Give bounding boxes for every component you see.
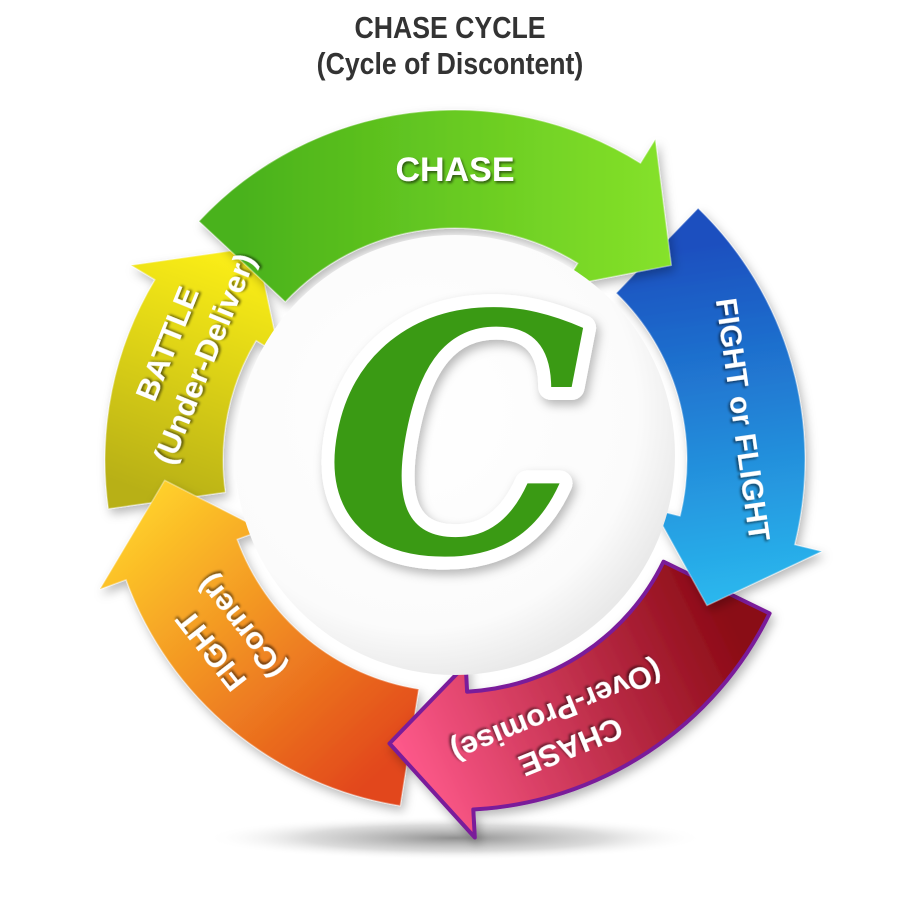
segment-arrow-chase-over-promise	[387, 559, 772, 840]
segment-label-group-chase: CHASE	[395, 151, 514, 189]
segment-label-chase-line1: CHASE	[395, 151, 514, 189]
center-disc	[235, 235, 675, 675]
segment-arrow-fight-corner	[99, 479, 420, 807]
diagram-subtitle: (Cycle of Discontent)	[316, 46, 584, 81]
segment-arrow-chase	[198, 109, 673, 303]
center-letter: C	[324, 242, 587, 630]
center-letter-group: C C	[311, 229, 600, 643]
center-letter-outline: C	[324, 242, 587, 630]
segment-arrow-battle-under-deliver	[104, 246, 281, 510]
segment-arrow-fight-or-flight	[615, 207, 823, 607]
diagram-title-block: CHASE CYCLE (Cycle of Discontent)	[0, 10, 900, 82]
ground-shadow	[205, 816, 705, 860]
diagram-title: CHASE CYCLE	[354, 10, 546, 45]
